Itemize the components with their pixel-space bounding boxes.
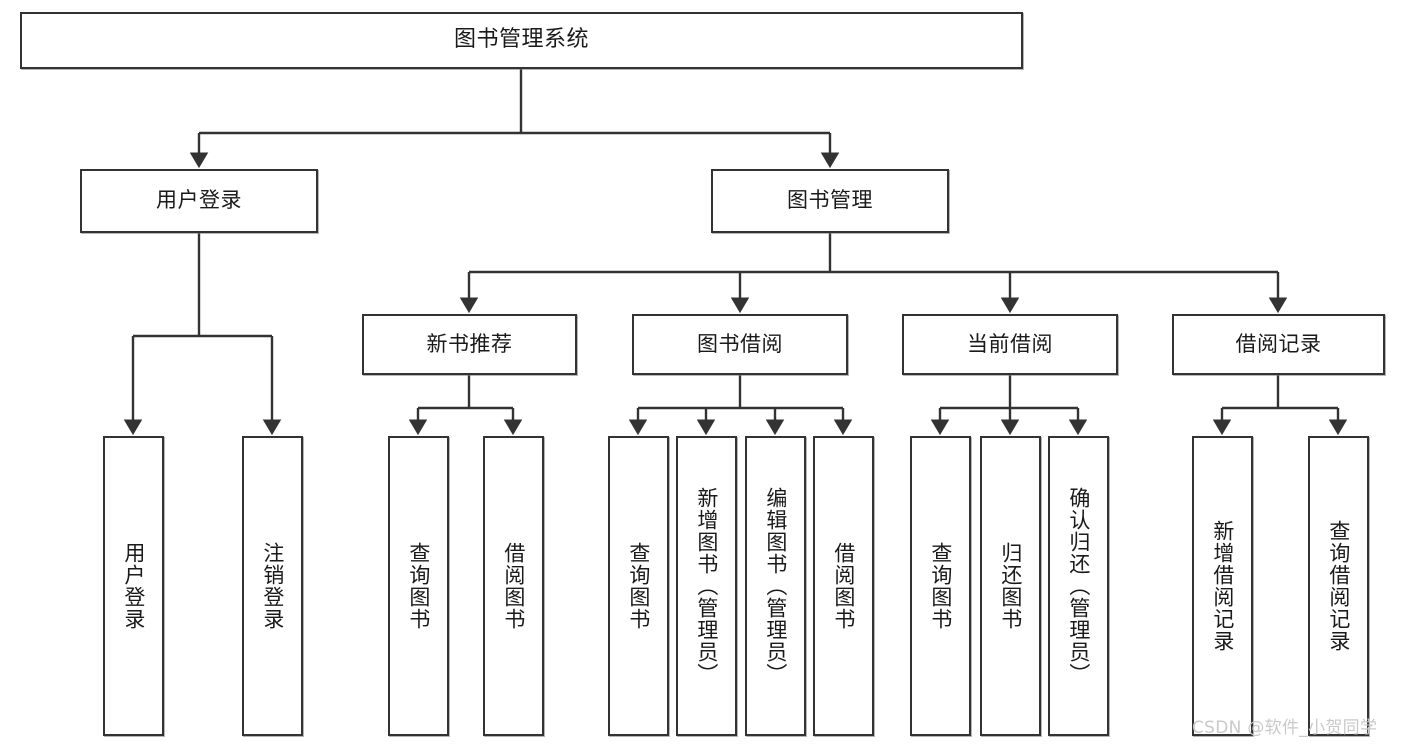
node-leaf-return-book-label: 归还图书 xyxy=(998,542,1023,630)
node-leaf-user-login-label: 用户登录 xyxy=(121,542,146,630)
node-new-book-recommend[interactable]: 新书推荐 xyxy=(362,314,577,375)
node-current-borrow[interactable]: 当前借阅 xyxy=(902,314,1118,375)
node-leaf-query-book-2[interactable]: 查询图书 xyxy=(608,436,669,736)
node-leaf-user-login[interactable]: 用户登录 xyxy=(103,436,164,736)
node-leaf-query-book-1-label: 查询图书 xyxy=(406,542,431,630)
node-leaf-add-record-label: 新增借阅记录 xyxy=(1210,520,1235,652)
node-leaf-add-book-label: 新增图书（管理员） xyxy=(694,487,719,685)
node-book-borrow[interactable]: 图书借阅 xyxy=(632,314,848,375)
node-user-login[interactable]: 用户登录 xyxy=(80,169,318,233)
node-leaf-borrow-book-2[interactable]: 借阅图书 xyxy=(813,436,874,736)
node-leaf-query-book-1[interactable]: 查询图书 xyxy=(388,436,449,736)
node-book-manage[interactable]: 图书管理 xyxy=(711,169,949,233)
node-leaf-edit-book-label: 编辑图书（管理员） xyxy=(763,487,788,685)
node-leaf-query-book-3-label: 查询图书 xyxy=(928,542,953,630)
node-leaf-query-record[interactable]: 查询借阅记录 xyxy=(1308,436,1369,736)
node-leaf-borrow-book-1-label: 借阅图书 xyxy=(501,542,526,630)
csdn-watermark: CSDN @软件_小贺同学 xyxy=(1192,718,1378,738)
node-leaf-edit-book[interactable]: 编辑图书（管理员） xyxy=(745,436,806,736)
node-leaf-query-record-label: 查询借阅记录 xyxy=(1326,520,1351,652)
node-leaf-add-book[interactable]: 新增图书（管理员） xyxy=(676,436,737,736)
node-leaf-add-record[interactable]: 新增借阅记录 xyxy=(1192,436,1253,736)
node-root[interactable]: 图书管理系统 xyxy=(20,12,1023,69)
node-leaf-confirm-return[interactable]: 确认归还（管理员） xyxy=(1048,436,1109,736)
node-leaf-borrow-book-2-label: 借阅图书 xyxy=(831,542,856,630)
node-leaf-borrow-book-1[interactable]: 借阅图书 xyxy=(483,436,544,736)
node-leaf-user-logout-label: 注销登录 xyxy=(260,542,285,630)
node-leaf-user-logout[interactable]: 注销登录 xyxy=(242,436,303,736)
node-leaf-query-book-3[interactable]: 查询图书 xyxy=(910,436,971,736)
node-leaf-confirm-return-label: 确认归还（管理员） xyxy=(1066,487,1091,685)
node-leaf-query-book-2-label: 查询图书 xyxy=(626,542,651,630)
node-borrow-record[interactable]: 借阅记录 xyxy=(1172,314,1385,375)
node-leaf-return-book[interactable]: 归还图书 xyxy=(980,436,1041,736)
